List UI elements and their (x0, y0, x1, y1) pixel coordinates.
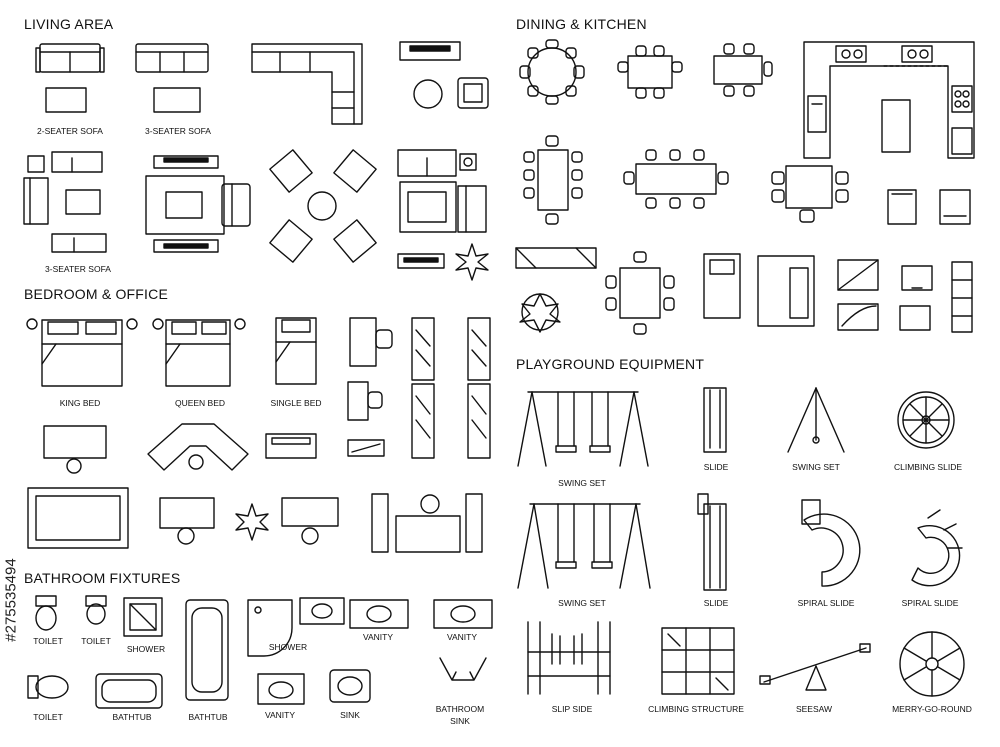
label-queen-bed: QUEEN BED (174, 398, 226, 408)
square-dining-table-icon (618, 46, 682, 98)
slide-icon (704, 388, 726, 452)
label-bathtub: BATHTUB (112, 712, 152, 722)
vertical-id-text-container: #275535494 (2, 500, 20, 700)
label-bathtub-2: BATHTUB (188, 712, 228, 722)
kitchen-layout-icon (804, 42, 974, 158)
merry-go-round-icon (900, 632, 964, 696)
label-swing-set-3: SWING SET (558, 598, 606, 608)
queen-bed-icon (153, 319, 245, 386)
climbing-structure-icon (662, 628, 734, 694)
section-title-playground: PLAYGROUND EQUIPMENT (516, 356, 705, 372)
label-slip-side: SLIP SIDE (551, 704, 593, 714)
small-dining-table-icon (714, 44, 772, 96)
sectional-sofa-icon (252, 44, 362, 124)
king-bed-icon (27, 319, 137, 386)
tv-table-lamp-icon (400, 42, 488, 108)
label-bathroom-sink-line2: SINK (450, 716, 470, 726)
label-climbing-structure: CLIMBING STRUCTURE (648, 704, 744, 714)
slip-side-icon (528, 622, 610, 694)
sofa-3seater-icon (136, 44, 208, 112)
label-shower: SHOWER (126, 644, 166, 654)
vanity-sink-icon (258, 598, 492, 704)
sofa-2seater-icon (36, 44, 104, 112)
single-swing-icon (788, 388, 844, 452)
label-slide: SLIDE (703, 462, 729, 472)
bar-table-icon (772, 166, 848, 222)
shower-icon (124, 598, 292, 656)
label-vanity: VANITY (362, 632, 394, 642)
four-seat-table-icon (606, 252, 674, 334)
toilet-icons (28, 596, 106, 698)
armchairs-round-table-icon (270, 150, 376, 262)
label-sink: SINK (340, 710, 360, 720)
single-bed-icon (276, 318, 316, 384)
bathtub-icon (96, 600, 228, 708)
label-toilet: TOILET (33, 636, 63, 646)
label-climbing-slide: CLIMBING SLIDE (893, 462, 963, 472)
label-spiral-slide: SPIRAL SLIDE (797, 598, 855, 608)
vertical-id-text: #275535494 (2, 558, 20, 642)
wardrobe-icon (412, 318, 490, 458)
label-single-bed: SINGLE BED (270, 398, 322, 408)
swing-set-large-icon (518, 504, 650, 588)
round-dining-table-icon (520, 40, 584, 104)
section-title-bedroom: BEDROOM & OFFICE (24, 286, 168, 302)
long-slide-icon (698, 494, 726, 590)
label-3-seater-sofa: 3-SEATER SOFA (145, 126, 211, 136)
label-slide-2: SLIDE (703, 598, 729, 608)
label-toilet-2: TOILET (81, 636, 111, 646)
living-set-icon (24, 152, 106, 252)
spiral-slide-icon (802, 500, 962, 586)
label-shower-2: SHOWER (268, 642, 308, 652)
label-3-seater-sofa-2: 3-SEATER SOFA (45, 264, 111, 274)
climbing-slide-icon (898, 392, 954, 448)
section-title-bathroom: BATHROOM FIXTURES (24, 570, 181, 586)
label-vanity-3: VANITY (264, 710, 296, 720)
label-merry-go-round: MERRY-GO-ROUND (892, 704, 972, 714)
label-toilet-3: TOILET (33, 712, 63, 722)
section-title-living: LIVING AREA (24, 16, 114, 32)
label-vanity-2: VANITY (446, 632, 478, 642)
swing-set-icon (518, 392, 648, 466)
tv-living-room-icon (146, 156, 250, 252)
counter-and-plant-icon (516, 248, 596, 332)
office-desks-icon (28, 424, 482, 552)
rect-dining-table-icon (624, 150, 728, 208)
kitchen-units-icon (704, 254, 972, 332)
label-seesaw: SEESAW (795, 704, 833, 714)
living-room-layout-icon (398, 150, 488, 280)
seesaw-icon (760, 644, 870, 690)
label-king-bed: KING BED (59, 398, 101, 408)
desk-chair-icon (348, 318, 392, 456)
long-dining-table-icon (524, 136, 582, 224)
label-swing-set: SWING SET (558, 478, 606, 488)
label-bathroom-sink-line1: BATHROOM (435, 704, 485, 714)
label-2-seater-sofa: 2-SEATER SOFA (37, 126, 103, 136)
kitchen-appliances-icon (888, 190, 970, 224)
label-spiral-slide-2: SPIRAL SLIDE (901, 598, 959, 608)
section-title-dining: DINING & KITCHEN (516, 16, 647, 32)
label-swing-set-2: SWING SET (792, 462, 840, 472)
